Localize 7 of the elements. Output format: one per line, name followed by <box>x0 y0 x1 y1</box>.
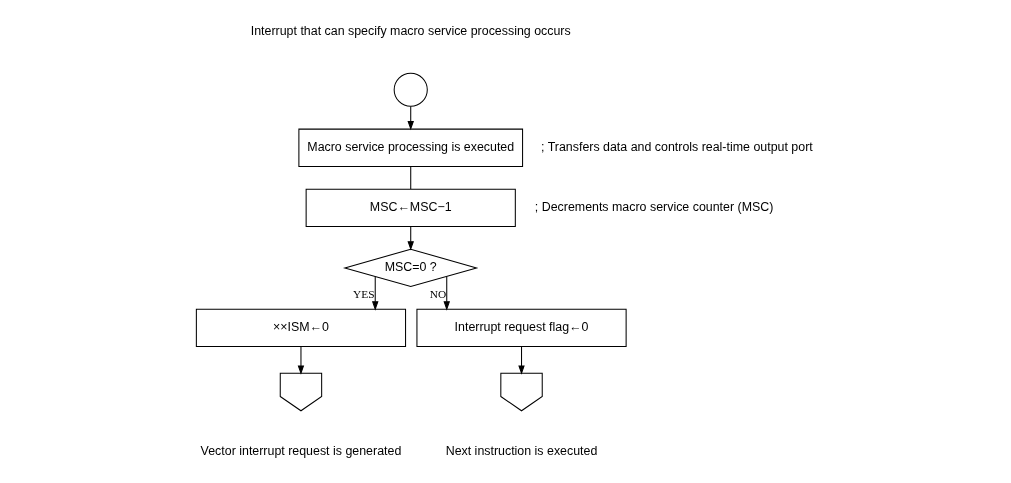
node-label: Vector interrupt request is generated <box>200 443 401 458</box>
edge-label: YES <box>352 287 375 300</box>
node-label: Next instruction is executed <box>445 443 597 458</box>
node-label: ; Transfers data and controls real-time output port <box>540 139 813 154</box>
node-label: Interrupt that can specify macro service processing occurs <box>250 23 571 38</box>
node-label: ; Decrements macro service counter (MSC) <box>534 199 773 214</box>
edge-label: NO <box>429 287 446 300</box>
